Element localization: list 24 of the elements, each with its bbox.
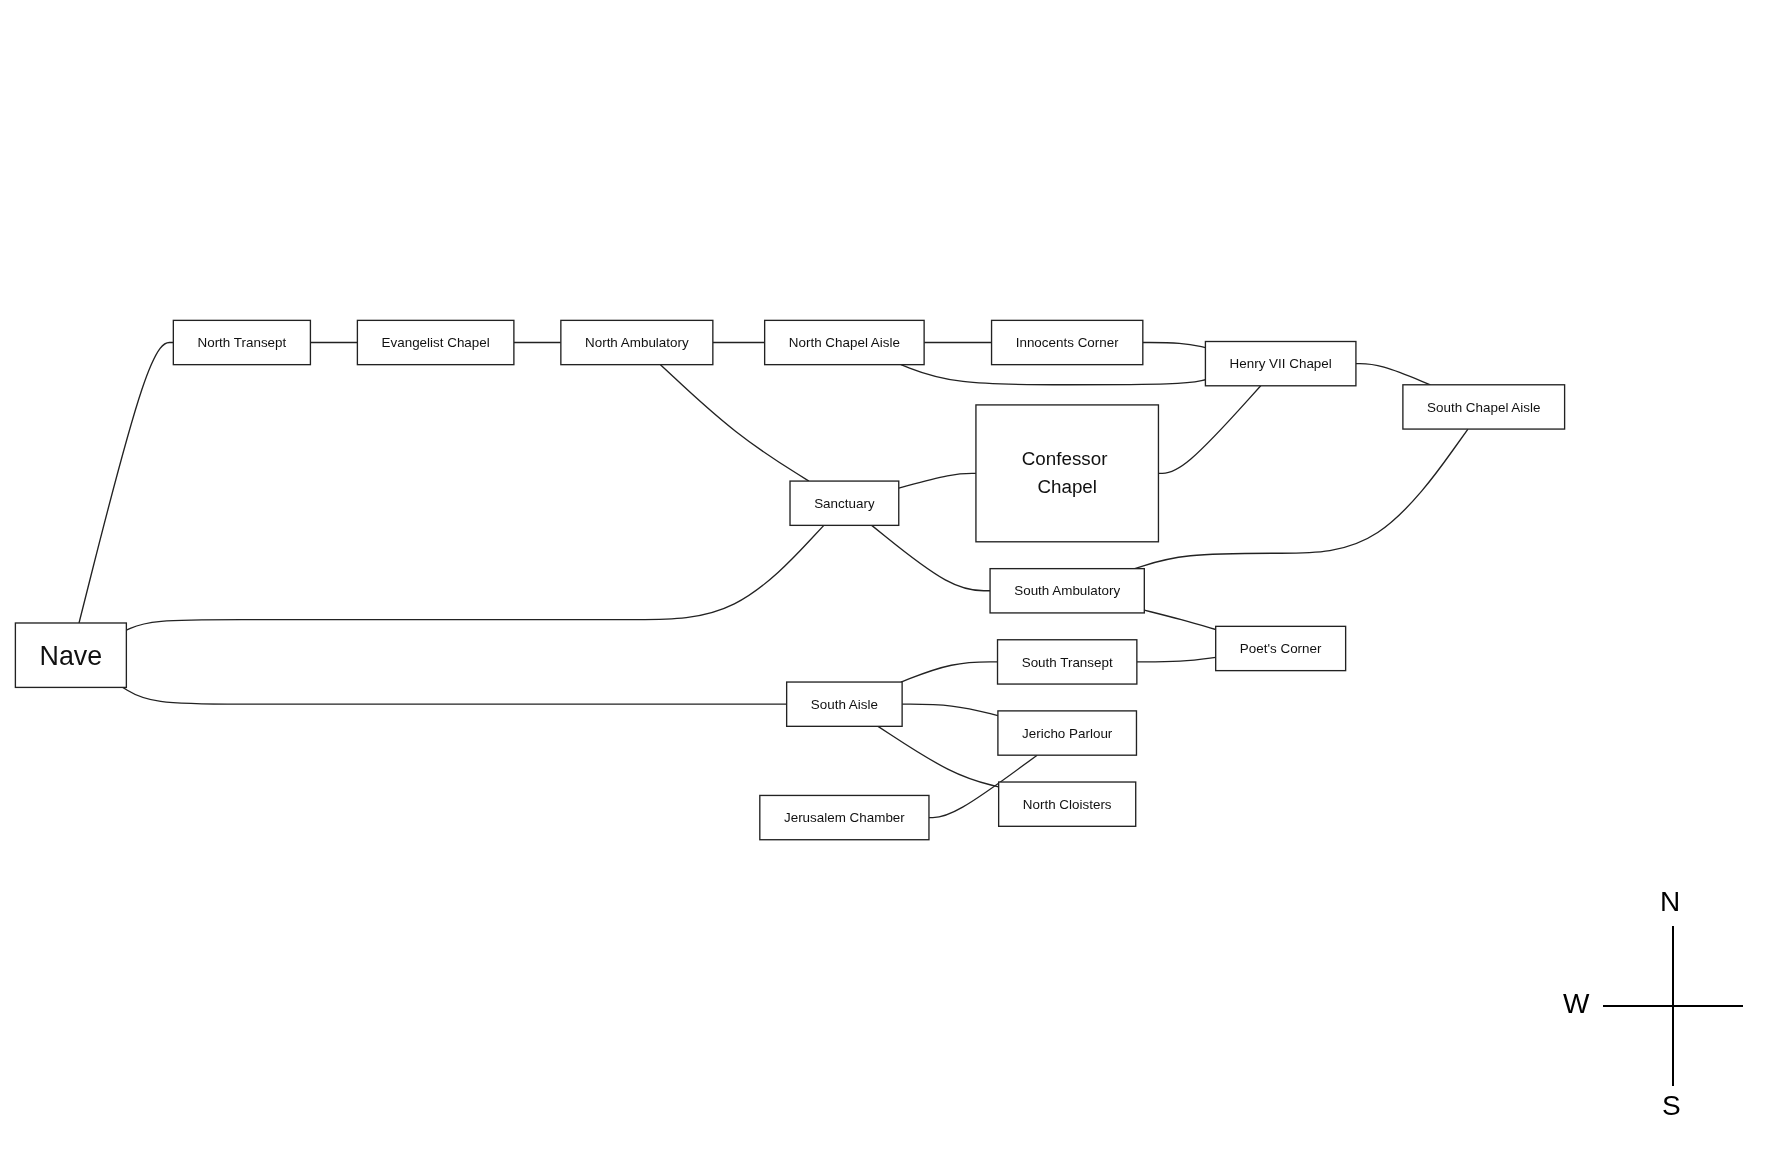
node-box: North Ambulatory <box>560 319 714 366</box>
node-box: Confessor Chapel <box>975 404 1160 543</box>
node-box: South Ambulatory <box>989 567 1145 614</box>
node-box: South Chapel Aisle <box>1402 384 1566 430</box>
compass-letter: N <box>1660 886 1681 918</box>
node-box: Innocents Corner <box>990 319 1144 366</box>
node-box: Evangelist Chapel <box>356 319 515 366</box>
node-box: North Transept <box>172 319 312 366</box>
node-box: South Aisle <box>786 681 903 727</box>
node-box: North Chapel Aisle <box>764 319 925 366</box>
connector <box>871 524 991 592</box>
node-box: South Transept <box>996 639 1138 685</box>
compass-letter: S <box>1662 1090 1681 1122</box>
connector <box>659 363 810 482</box>
node-box: Jerusalem Chamber <box>759 794 930 841</box>
node-box: Sanctuary <box>789 480 900 526</box>
compass-letter: W <box>1563 988 1590 1020</box>
connector <box>928 754 1038 819</box>
node-box: Jericho Parlour <box>997 710 1138 756</box>
connector <box>78 341 174 624</box>
node-box: Poet's Corner <box>1215 625 1347 672</box>
node-box: Henry VII Chapel <box>1204 340 1357 387</box>
node-box: North Cloisters <box>998 781 1137 827</box>
node-box: Nave <box>14 622 128 689</box>
